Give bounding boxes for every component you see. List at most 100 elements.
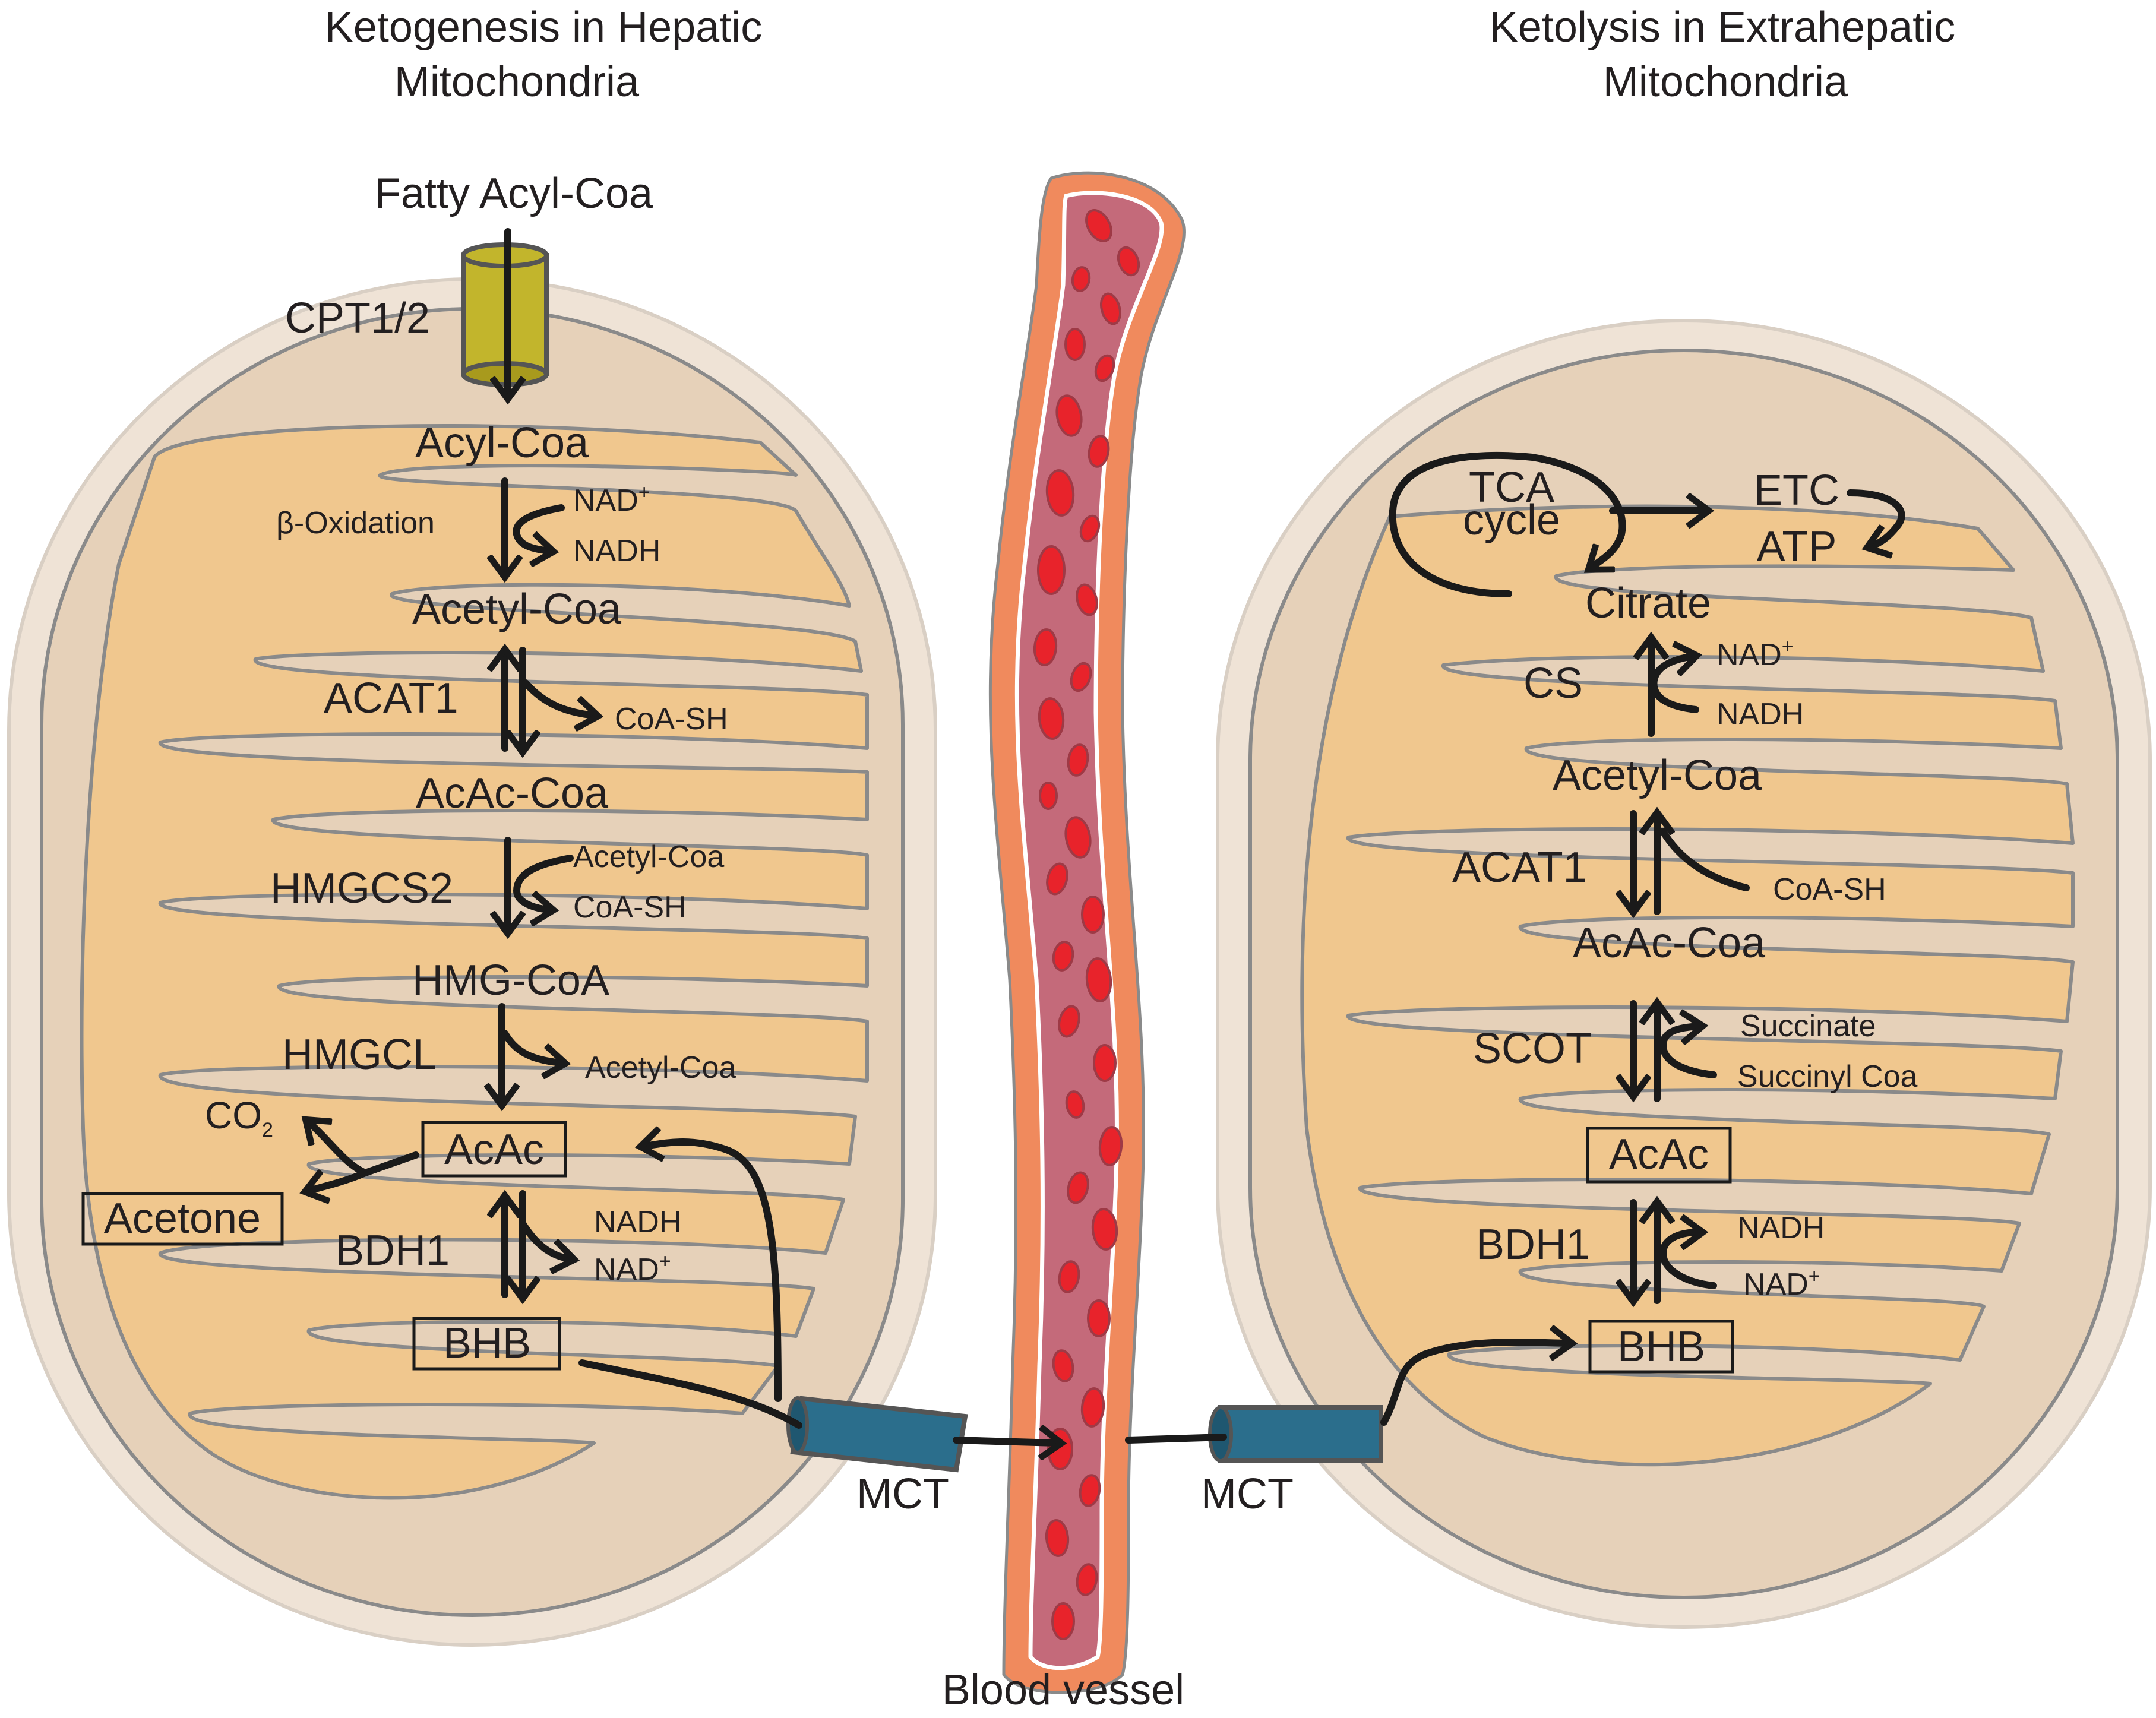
red-blood-cell bbox=[1085, 209, 1112, 242]
red-blood-cell bbox=[1065, 1090, 1085, 1119]
label-scot: SCOT bbox=[1473, 1025, 1592, 1072]
red-blood-cell bbox=[1080, 1387, 1105, 1428]
label-acat1-right: ACAT1 bbox=[1452, 844, 1587, 891]
arrow-cs-nad-loop bbox=[1650, 656, 1696, 713]
red-blood-cell bbox=[1093, 1044, 1117, 1082]
arrow-coash-out-1 bbox=[522, 679, 594, 716]
left-title-line2: Mitochondria bbox=[394, 58, 640, 106]
label-acetyl-coa-in: Acetyl-Coa bbox=[573, 840, 724, 874]
arrow-mct-to-blood bbox=[953, 1440, 1057, 1443]
label-nad-plus-r1: NAD+ bbox=[1716, 635, 1794, 672]
red-blood-cell bbox=[1117, 246, 1140, 277]
label-citrate: Citrate bbox=[1585, 580, 1711, 627]
label-acat1-left: ACAT1 bbox=[324, 675, 459, 722]
mct-transporter-left[interactable] bbox=[786, 1396, 968, 1473]
left-mitochondrion bbox=[7, 277, 937, 1647]
right-mitochondrion bbox=[1216, 319, 2152, 1629]
label-cs: CS bbox=[1523, 660, 1583, 707]
red-blood-cell bbox=[1045, 469, 1075, 517]
red-blood-cell bbox=[1079, 514, 1101, 543]
red-blood-cell bbox=[1098, 1126, 1123, 1166]
label-nadh-r1: NADH bbox=[1716, 697, 1804, 732]
label-cpt: CPT1/2 bbox=[285, 295, 430, 342]
label-acac-right: AcAc bbox=[1609, 1131, 1709, 1178]
right-title-line1: Ketolysis in Extrahepatic bbox=[1490, 4, 1955, 51]
red-blood-cell bbox=[1046, 862, 1068, 896]
acetone-box bbox=[81, 1192, 284, 1246]
label-hmgcs2: HMGCS2 bbox=[270, 865, 453, 912]
arrow-coash-in bbox=[1659, 828, 1750, 891]
arrow-acetylcoa-out bbox=[501, 1030, 561, 1063]
red-blood-cell bbox=[1052, 1349, 1074, 1382]
left-title-line1: Ketogenesis in Hepatic bbox=[325, 4, 762, 51]
red-blood-cell bbox=[1081, 896, 1105, 934]
label-fatty-acyl-coa: Fatty Acyl-Coa bbox=[375, 170, 653, 217]
arrow-nadh-to-nad bbox=[519, 1220, 570, 1259]
right-acac-box bbox=[1586, 1127, 1732, 1184]
label-atp: ATP bbox=[1757, 523, 1837, 571]
label-hmg-coa: HMG-CoA bbox=[412, 957, 609, 1004]
red-blood-cell bbox=[1094, 354, 1115, 382]
right-title-line2: Mitochondria bbox=[1603, 58, 1848, 106]
arrow-etc-to-atp bbox=[1847, 489, 1905, 546]
red-blood-cell bbox=[1038, 697, 1065, 740]
red-blood-cell bbox=[1100, 292, 1121, 325]
arrow-bhb-to-mct bbox=[578, 1359, 802, 1429]
red-blood-cell bbox=[1079, 1474, 1101, 1507]
red-blood-cell bbox=[1067, 1171, 1089, 1204]
label-nad-plus-2: NAD+ bbox=[594, 1250, 671, 1287]
label-acac-coa-right: AcAc-Coa bbox=[1573, 919, 1766, 967]
red-blood-cell bbox=[1055, 394, 1083, 437]
label-etc: ETC bbox=[1754, 467, 1839, 514]
red-blood-cell bbox=[1052, 941, 1074, 972]
red-blood-cell bbox=[1088, 435, 1110, 468]
red-blood-cell bbox=[1058, 1005, 1080, 1038]
red-blood-cell bbox=[1076, 1563, 1098, 1596]
right-pathway-arrows bbox=[1125, 451, 1905, 1444]
label-nadh-1: NADH bbox=[573, 534, 660, 568]
red-blood-cell bbox=[1045, 1519, 1070, 1557]
red-blood-cell bbox=[1033, 628, 1058, 666]
blood-vessel bbox=[988, 171, 1186, 1694]
red-blood-cell bbox=[1064, 328, 1086, 361]
arrow-mct-to-acac bbox=[644, 1142, 782, 1402]
label-nadh-2: NADH bbox=[594, 1205, 681, 1239]
label-tca-line1: TCA bbox=[1469, 464, 1554, 511]
left-bhb-box bbox=[412, 1317, 561, 1371]
arrow-acac-to-acetone bbox=[309, 1173, 369, 1191]
red-blood-cell bbox=[1085, 957, 1112, 1002]
red-blood-cell bbox=[1076, 583, 1098, 616]
label-mct-left: MCT bbox=[856, 1470, 949, 1518]
right-bhb-box bbox=[1588, 1320, 1734, 1374]
label-acetyl-coa-r: Acetyl-Coa bbox=[1553, 752, 1762, 799]
label-tca-line2: cycle bbox=[1463, 496, 1560, 544]
label-nad-plus-r2: NAD+ bbox=[1743, 1265, 1820, 1302]
left-pathway-arrows bbox=[309, 228, 1057, 1443]
red-blood-cell bbox=[1070, 662, 1092, 692]
arrow-mct-to-bhb bbox=[1380, 1342, 1568, 1426]
arrow-acetylcoa-in bbox=[513, 855, 574, 910]
red-blood-cell bbox=[1064, 816, 1092, 859]
label-nad-plus-1: NAD+ bbox=[573, 481, 650, 518]
label-acetone: Acetone bbox=[104, 1195, 261, 1242]
label-succinyl-coa: Succinyl Coa bbox=[1737, 1059, 1918, 1094]
arrow-nad-loop-r bbox=[1659, 1232, 1717, 1289]
red-blood-cell bbox=[1071, 266, 1091, 292]
label-acyl-coa: Acyl-Coa bbox=[415, 419, 589, 467]
label-bhb-right: BHB bbox=[1617, 1323, 1705, 1371]
label-nadh-r2: NADH bbox=[1737, 1211, 1825, 1245]
left-cristae bbox=[80, 424, 869, 1500]
arrow-tca-cycle bbox=[1389, 451, 1626, 597]
label-hmgcl: HMGCL bbox=[282, 1031, 437, 1078]
label-acetyl-coa: Acetyl-Coa bbox=[412, 586, 622, 633]
label-beta-oxidation: β-Oxidation bbox=[276, 506, 435, 540]
red-blood-cell bbox=[1051, 1602, 1075, 1640]
label-acac-coa-left: AcAc-Coa bbox=[416, 770, 609, 817]
label-acetyl-coa-out: Acetyl-Coa bbox=[585, 1051, 736, 1085]
label-mct-right: MCT bbox=[1201, 1470, 1294, 1518]
mct-transporter-right[interactable] bbox=[1208, 1405, 1383, 1463]
label-coash-r: CoA-SH bbox=[1773, 872, 1886, 907]
label-co2: CO2 bbox=[205, 1094, 273, 1141]
red-blood-cell bbox=[1067, 743, 1089, 777]
